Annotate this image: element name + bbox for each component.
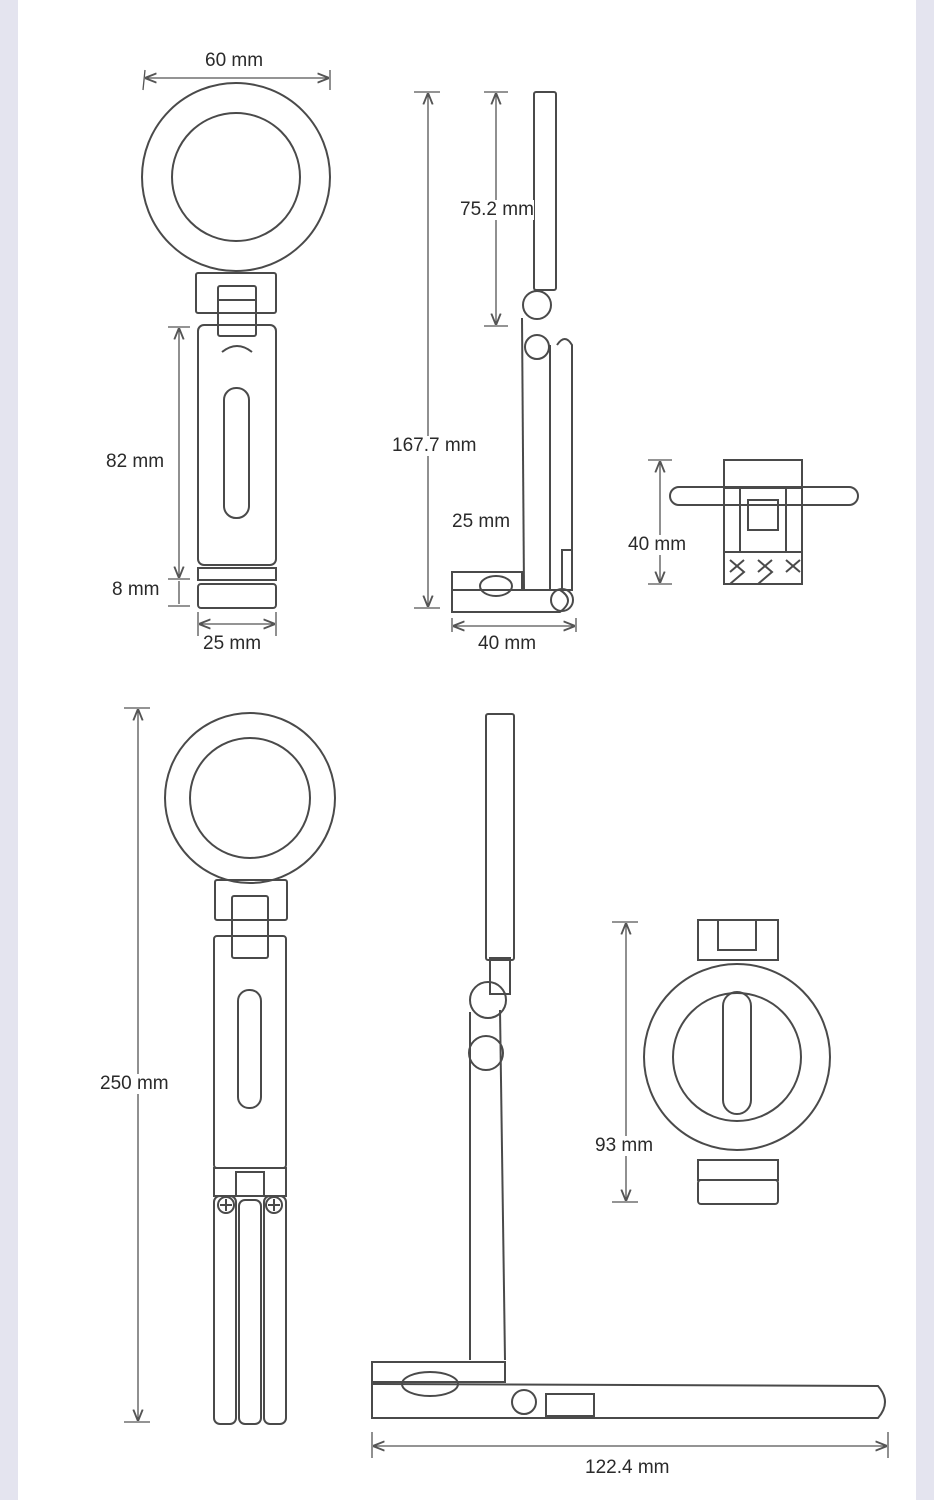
front-extended-dim-lines — [124, 707, 150, 1423]
side-extended-dim-lines — [371, 1432, 889, 1458]
side-view-extended — [371, 713, 886, 1419]
dim-label-body-height: 82 mm — [106, 451, 165, 472]
left-edge-bar — [0, 0, 18, 1500]
dim-label-top-view-depth: 40 mm — [628, 534, 687, 555]
front-view-folded — [141, 82, 331, 609]
dim-label-base-width: 25 mm — [203, 633, 262, 654]
dim-label-top-width: 60 mm — [205, 50, 264, 71]
top-view — [669, 459, 859, 585]
dim-label-extended-height: 250 mm — [100, 1073, 169, 1094]
dim-label-folded-height: 93 mm — [595, 1135, 654, 1156]
back-view — [643, 919, 831, 1205]
dim-label-top-arm: 75.2 mm — [460, 199, 534, 220]
right-edge-bar — [916, 0, 934, 1500]
side-view-dim-lines — [414, 91, 577, 632]
dim-label-hinge-depth: 25 mm — [452, 511, 511, 532]
front-view-dim-lines — [142, 69, 331, 636]
back-view-dim-lines — [612, 921, 638, 1203]
dim-label-extended-length: 122.4 mm — [585, 1457, 670, 1478]
front-view-extended — [164, 712, 336, 1425]
dim-label-side-height: 167.7 mm — [392, 435, 477, 456]
top-view-dim-lines — [648, 459, 672, 585]
side-view-folded — [451, 91, 574, 613]
dim-label-side-depth: 40 mm — [478, 633, 537, 654]
dim-label-base-thickness: 8 mm — [112, 579, 160, 600]
